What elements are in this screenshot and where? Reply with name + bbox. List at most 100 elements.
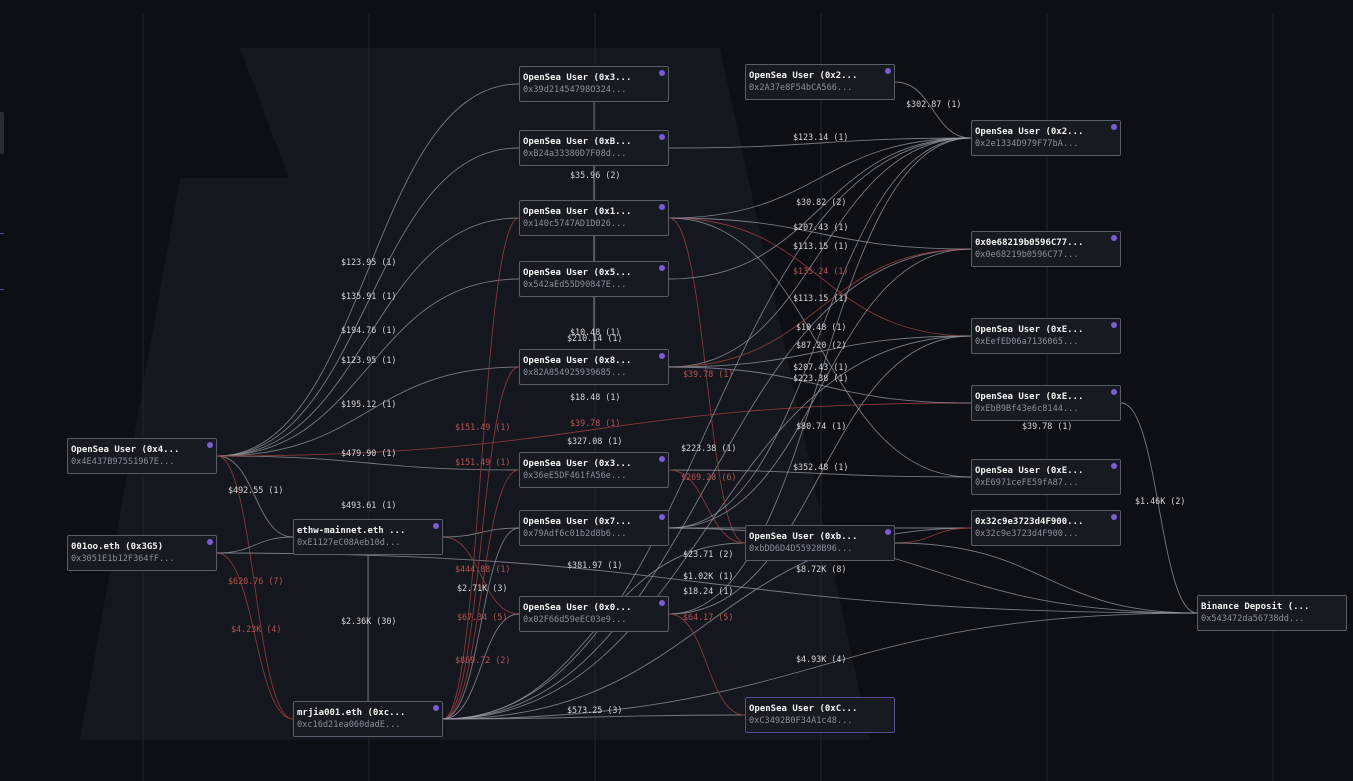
edge-label: $64.17 (5)	[683, 612, 734, 622]
edge-line	[442, 613, 520, 720]
edge-label: $492.55 (1)	[228, 485, 284, 495]
node-dot-icon	[207, 539, 213, 545]
side-panel-handle[interactable]	[0, 112, 4, 154]
node-opensea-user-0xeefe[interactable]: OpenSea User (0xE... 0xEefED06a7136065..…	[971, 318, 1121, 354]
node-title: OpenSea User (0x5...	[523, 268, 632, 278]
node-opensea-user-0xebb9[interactable]: OpenSea User (0xE... 0xEbB9Bf43e6c8144..…	[971, 385, 1121, 421]
edge-label: $80.74 (1)	[796, 421, 847, 431]
node-title: OpenSea User (0x3...	[523, 459, 632, 469]
node-title: mrjia001.eth (0xc...	[297, 708, 406, 718]
edge-label: $381.97 (1)	[567, 560, 623, 570]
node-title: OpenSea User (0x0...	[523, 603, 632, 613]
node-0x32c9e372[interactable]: 0x32c9e3723d4F900... 0x32c9e3723d4F900..…	[971, 510, 1121, 546]
edge-line	[216, 536, 294, 554]
watermark-logo	[80, 48, 870, 740]
node-0x0e68219b[interactable]: 0x0e68219b0596C77... 0x0e68219b0596C77..…	[971, 231, 1121, 267]
edge-label: $135.91 (1)	[341, 291, 397, 301]
node-title: ethw-mainnet.eth ...	[297, 526, 406, 536]
node-opensea-user-0x39d2[interactable]: OpenSea User (0x3... 0x39d21454798O324..…	[519, 66, 669, 102]
node-address: 0xEefED06a7136065...	[975, 337, 1079, 347]
node-address: 0x4E437B975S1967E...	[71, 457, 175, 467]
edge-label: $87.20 (2)	[796, 340, 847, 350]
node-address: 0xE6971ceFE59fA87...	[975, 478, 1079, 488]
edge-label: $4.23K (4)	[231, 624, 282, 634]
edge-label: $4.93K (4)	[796, 654, 847, 664]
edge-label: $2.71K (3)	[457, 583, 508, 593]
edge-line	[668, 137, 972, 368]
node-opensea-user-0xc349[interactable]: OpenSea User (0xC... 0xC3492B0F34A1c48..…	[745, 697, 895, 733]
node-title: OpenSea User (0x2...	[749, 71, 858, 81]
node-dot-icon	[1111, 235, 1117, 241]
node-opensea-user-0x79ad[interactable]: OpenSea User (0x7... 0x79Adf6c01b2d8b6..…	[519, 510, 669, 546]
node-opensea-user-0x82a8[interactable]: OpenSea User (0x8... 0x82A854925939685..…	[519, 349, 669, 385]
node-opensea-user-0xbdd6[interactable]: OpenSea User (0xb... 0xbDD6D4D55928B96..…	[745, 525, 895, 561]
node-title: Binance Deposit (...	[1201, 602, 1310, 612]
node-address: 0x36eE5DF461fA56e...	[523, 471, 627, 481]
edge-label: $18.24 (1)	[683, 586, 734, 596]
edge-line	[216, 455, 520, 471]
node-binance-deposit[interactable]: Binance Deposit (... 0x543472da56738dd..…	[1197, 595, 1347, 631]
node-title: OpenSea User (0xb...	[749, 532, 858, 542]
edge-line	[216, 455, 294, 538]
node-opensea-user-0x2a37[interactable]: OpenSea User (0x2... 0x2A37e8F54bCA566..…	[745, 64, 895, 100]
edge-line	[668, 248, 972, 368]
node-dot-icon	[433, 523, 439, 529]
node-opensea-user-0x4[interactable]: OpenSea User (0x4... 0x4E437B975S1967E..…	[67, 438, 217, 474]
node-dot-icon	[659, 514, 665, 520]
node-title: OpenSea User (0xE...	[975, 392, 1084, 402]
edge-label: $1.02K (1)	[683, 571, 734, 581]
edge-label: $352.48 (1)	[793, 462, 849, 472]
edge-label: $23.71 (2)	[683, 549, 734, 559]
node-dot-icon	[659, 265, 665, 271]
node-001oo-eth[interactable]: 001oo.eth (0x3G5) 0x3051E1b12F364fF...	[67, 535, 217, 571]
node-title: OpenSea User (0x1...	[523, 207, 632, 217]
node-title: 0x0e68219b0596C77...	[975, 238, 1084, 248]
edge-line	[216, 552, 1198, 614]
node-address: 0x2A37e8F54bCA566...	[749, 83, 853, 93]
node-dot-icon	[659, 353, 665, 359]
node-dot-icon	[1111, 389, 1117, 395]
node-opensea-user-0x2e13[interactable]: OpenSea User (0x2... 0x2e1334D979F77bA..…	[971, 120, 1121, 156]
node-ethw-mainnet-eth[interactable]: ethw-mainnet.eth ... 0xE1127eC08Aeb10d..…	[293, 519, 443, 555]
edge-line	[668, 137, 972, 615]
node-dot-icon	[659, 456, 665, 462]
node-dot-icon	[207, 442, 213, 448]
node-title: OpenSea User (0xC...	[749, 704, 858, 714]
edge-line	[668, 217, 972, 337]
edge-line	[668, 469, 746, 544]
node-title: 001oo.eth (0x3G5)	[71, 542, 164, 552]
node-opensea-user-0x02f6[interactable]: OpenSea User (0x0... 0x02F66d59eEC03e9..…	[519, 596, 669, 632]
edge-label: $30.82 (2)	[796, 197, 847, 207]
edge-label: $1.46K (2)	[1135, 496, 1186, 506]
node-title: OpenSea User (0xE...	[975, 325, 1084, 335]
side-marker	[0, 233, 4, 234]
edge-line	[216, 455, 294, 720]
node-opensea-user-0xe697[interactable]: OpenSea User (0xE... 0xE6971ceFE59fA87..…	[971, 459, 1121, 495]
edge-label: $113.15 (1)	[793, 293, 849, 303]
edge-label: $207.43 (1)	[793, 362, 849, 372]
node-opensea-user-0xb24a[interactable]: OpenSea User (0xB... 0xB24a33380D7F08d..…	[519, 130, 669, 166]
node-mrjia001-eth[interactable]: mrjia001.eth (0xc... 0xc16d21ea060dadE..…	[293, 701, 443, 737]
edge-line	[668, 335, 972, 615]
edge-label: $210.14 (1)	[567, 333, 623, 343]
edge-line	[894, 81, 972, 139]
edge-line	[442, 217, 520, 720]
edge-line	[668, 137, 972, 529]
edge-label: $195.12 (1)	[341, 399, 397, 409]
edge-line	[442, 137, 972, 720]
edge-line	[668, 469, 972, 478]
node-dot-icon	[659, 600, 665, 606]
edge-line	[668, 137, 972, 219]
edge-line	[442, 527, 520, 538]
edge-line	[442, 527, 520, 720]
node-dot-icon	[1111, 463, 1117, 469]
edge-line	[668, 217, 746, 544]
node-opensea-user-0x36ee[interactable]: OpenSea User (0x3... 0x36eE5DF461fA56e..…	[519, 452, 669, 488]
node-opensea-user-0x542a[interactable]: OpenSea User (0x5... 0x542aEd55D90847E..…	[519, 261, 669, 297]
node-dot-icon	[1111, 322, 1117, 328]
node-dot-icon	[659, 204, 665, 210]
node-opensea-user-0x140c[interactable]: OpenSea User (0x1... 0x140c5747AD1D026..…	[519, 200, 669, 236]
node-dot-icon	[1111, 124, 1117, 130]
node-address: 0xE1127eC08Aeb10d...	[297, 538, 401, 548]
